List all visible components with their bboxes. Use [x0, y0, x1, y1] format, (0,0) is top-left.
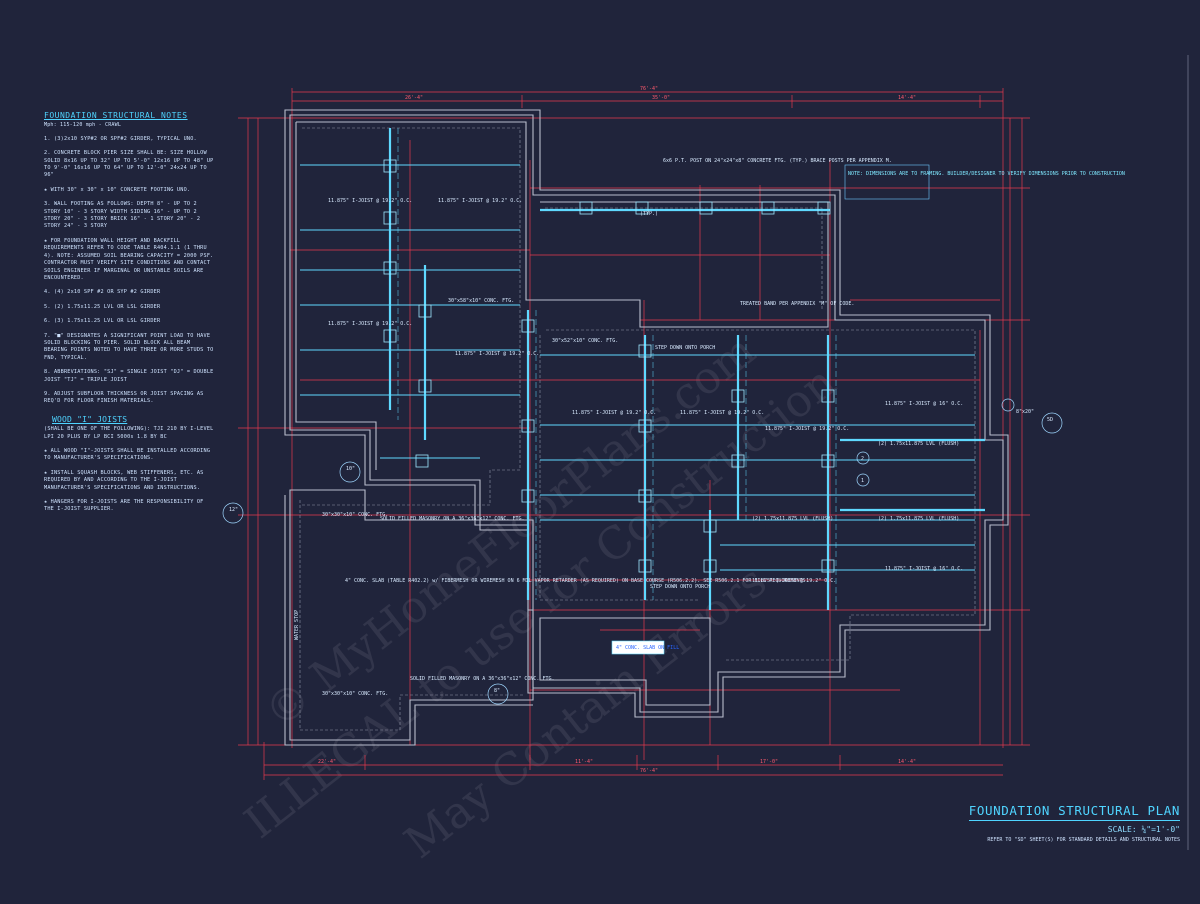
note-item: 9. ADJUST SUBFLOOR THICKNESS OR JOIST SP…: [44, 390, 204, 405]
note-item: 1. (3)2x10 SYP#2 OR SPF#2 GIRDER, TYPICA…: [44, 135, 197, 142]
tag-text-2: 12": [229, 507, 238, 513]
girder-lines: [388, 128, 985, 610]
wood-note-item: ★ ALL WOOD "I"-JOISTS SHALL BE INSTALLED…: [44, 448, 211, 462]
plan-title: FOUNDATION STRUCTURAL PLAN: [968, 803, 1180, 821]
notes-subheading: Mph: 115-120 mph - CRAWL: [44, 122, 122, 129]
dim-bottom-3: 17'-0": [760, 759, 778, 765]
typ-label: (TYP.): [640, 211, 658, 217]
step-porch-1: STEP DOWN ONTO PORCH: [655, 345, 715, 351]
dimension-note: NOTE: DIMENSIONS ARE TO FRAMING. BUILDER…: [848, 171, 1125, 177]
ijoist-label-6: 11.875" I-JOIST @ 19.2" O.C.: [680, 410, 764, 416]
note-item: 3. WALL FOOTING AS FOLLOWS: DEPTH 8" - U…: [44, 201, 201, 230]
step-porch-2: STEP DOWN ONTO PORCH: [650, 584, 710, 590]
dim-bottom-2: 11'-4": [575, 759, 593, 765]
tag-text-3: 8": [494, 688, 500, 694]
lvl-label-1: (2) 1.75x11.875 LVL (FLUSH): [878, 441, 959, 447]
footing-note-4: 30"x52"x10" CONC. FTG.: [552, 338, 618, 344]
dim-bottom-1: 22'-4": [318, 759, 336, 765]
ijoist-label-9: 11.875" I-JOIST @ 16" O.C.: [885, 566, 963, 572]
dim-overall-top: 76'-4": [640, 86, 658, 92]
detail-tags: [222, 398, 1063, 705]
slab-fill-label: 4" CONC. SLAB ON FILL: [616, 645, 679, 651]
wood-note-item: ★ INSTALL SQUASH BLOCKS, WEB STIFFENERS,…: [44, 469, 204, 491]
ijoist-label-1: 11.875" I-JOIST @ 19.2" O.C.: [328, 198, 412, 204]
ijoist-label-10: 11.875" I-JOIST @ 19.2" O.C.: [752, 578, 836, 584]
footing-note-3: 30"x58"x10" CONC. FTG.: [448, 298, 514, 304]
note-item: 8. ABBREVIATIONS: "SJ" = SINGLE JOIST "D…: [44, 369, 214, 383]
footing-note-2: 30"x30"x10" CONC. FTG.: [322, 691, 388, 697]
lvl-label-2: (2) 1.75x11.875 LVL (FLUSH): [878, 516, 959, 522]
dim-top-1: 26'-4": [405, 95, 423, 101]
ijoist-label-5: 11.875" I-JOIST @ 19.2" O.C.: [572, 410, 656, 416]
note-item: 7. "■" DESIGNATES A SIGNIFICANT POINT LO…: [44, 332, 214, 361]
plan-scale: SCALE: ¼"=1'-0": [1107, 825, 1180, 834]
ijoist-label-2: 11.875" I-JOIST @ 19.2" O.C.: [438, 198, 522, 204]
post-note: 6x6 P.T. POST ON 24"x24"x8" CONCRETE FTG…: [663, 158, 892, 164]
masonry-note-1: SOLID FILLED MASONRY ON A 36"x36"x12" CO…: [380, 516, 525, 522]
tag-text-1: 10": [346, 466, 355, 472]
water-stop-label: WATER STOP: [294, 610, 300, 640]
tag-text-7: 1: [861, 478, 864, 484]
dim-bottom-4: 14'-4": [898, 759, 916, 765]
masonry-note-2: SOLID FILLED MASONRY ON A 36"x36"x12" CO…: [410, 676, 555, 682]
foundation-walls: [284, 109, 1009, 746]
footing-note-1: 30"x30"x10" CONC. FTG.: [322, 512, 388, 518]
tag-text-6: 2: [861, 456, 864, 462]
dim-top-2: 35'-0": [652, 95, 670, 101]
wood-note-item: ★ HANGERS FOR I-JOISTS ARE THE RESPONSIB…: [44, 499, 204, 513]
tag-text-5: 8"x20": [1016, 409, 1034, 415]
dim-overall-bottom: 76'-4": [640, 768, 658, 774]
title-block: FOUNDATION STRUCTURAL PLAN SCALE: ¼"=1'-…: [960, 800, 1180, 843]
note-item: ★ FOR FOUNDATION WALL HEIGHT AND BACKFIL…: [44, 237, 214, 281]
dimension-note-box: [844, 164, 930, 200]
tag-text-4: 5D: [1047, 417, 1053, 423]
note-item: 5. (2) 1.75x11.25 LVL OR LSL GIRDER: [44, 303, 161, 310]
ijoist-label-8: 11.875" I-JOIST @ 16" O.C.: [885, 401, 963, 407]
ijoist-label-7: 11.875" I-JOIST @ 19.2" O.C.: [765, 426, 849, 432]
slab-note: 4" CONC. SLAB (TABLE R402.2) w/ FIBERMES…: [345, 578, 809, 584]
girder-dashed: [397, 128, 837, 610]
note-item: 6. (3) 1.75x11.25 LVL OR LSL GIRDER: [44, 318, 161, 325]
foundation-notes: FOUNDATION STRUCTURAL NOTES Mph: 115-120…: [44, 111, 214, 521]
dim-top-3: 14'-4": [898, 95, 916, 101]
footing-dashed: [299, 127, 976, 731]
band-note: TREATED BAND PER APPENDIX "M" OF CODE.: [740, 301, 854, 307]
pier-footings: [383, 159, 835, 573]
wood-joists-heading: WOOD "I" JOISTS: [52, 414, 128, 424]
ijoist-label-3: 11.875" I-JOIST @ 19.2" O.C.: [328, 321, 412, 327]
slab-fill-box: [611, 640, 665, 655]
notes-heading: FOUNDATION STRUCTURAL NOTES: [44, 111, 188, 120]
note-item: 4. (4) 2x10 SPF #2 OR SYP #2 GIRDER: [44, 289, 161, 296]
note-item: ★ WITH 30" x 30" x 10" CONCRETE FOOTING …: [44, 186, 191, 193]
ijoist-label-4: 11.875" I-JOIST @ 19.2" O.C.: [455, 351, 539, 357]
reference-note: REFER TO "SD" SHEET(S) FOR STANDARD DETA…: [987, 837, 1180, 843]
wood-note-item: (SHALL BE ONE OF THE FOLLOWING): TJI 210…: [44, 426, 214, 440]
note-item: 2. CONCRETE BLOCK PIER SIZE SHALL BE: SI…: [44, 150, 214, 179]
lvl-label-3: (2) 1.75x11.875 LVL (FLUSH): [752, 516, 833, 522]
